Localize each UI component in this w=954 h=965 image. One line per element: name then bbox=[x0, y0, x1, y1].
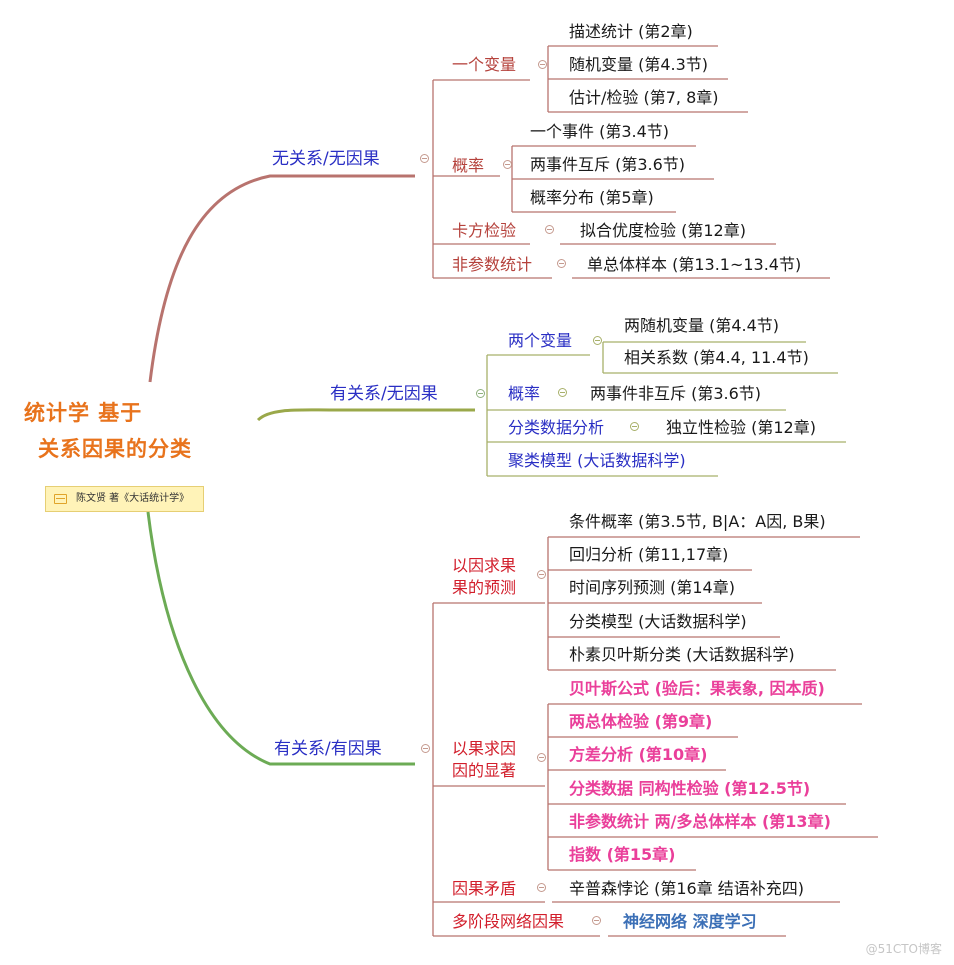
branch-relation-no-causality[interactable]: 有关系/无因果 bbox=[330, 384, 438, 404]
collapse-toggle-icon[interactable] bbox=[421, 744, 430, 753]
collapse-toggle-icon[interactable] bbox=[558, 388, 567, 397]
leaf-neural-network[interactable]: 神经网络 深度学习 bbox=[623, 912, 757, 931]
collapse-toggle-icon[interactable] bbox=[476, 389, 485, 398]
root-title-line2: 关系因果的分类 bbox=[38, 437, 192, 461]
collapse-toggle-icon[interactable] bbox=[557, 259, 566, 268]
root-title-line1: 统计学 基于 bbox=[24, 401, 143, 425]
leaf-two-random-variables[interactable]: 两随机变量 (第4.4节) bbox=[624, 316, 780, 335]
note-text: 陈文贤 著《大话统计学》 bbox=[76, 493, 190, 504]
links-branch-a bbox=[432, 45, 830, 279]
collapse-toggle-icon[interactable] bbox=[592, 916, 601, 925]
branch-no-relation-no-causality[interactable]: 无关系/无因果 bbox=[272, 149, 380, 169]
branch-relation-causality[interactable]: 有关系/有因果 bbox=[274, 739, 382, 759]
node-probability-b[interactable]: 概率 bbox=[508, 384, 541, 403]
leaf-nonparametric-multi[interactable]: 非参数统计 两/多总体样本 (第13章) bbox=[569, 812, 831, 831]
node-categorical-analysis[interactable]: 分类数据分析 bbox=[508, 418, 605, 437]
node-cause-to-effect-line2[interactable]: 果的预测 bbox=[452, 578, 517, 597]
leaf-non-exclusive[interactable]: 两事件非互斥 (第3.6节) bbox=[590, 384, 762, 403]
leaf-naive-bayes[interactable]: 朴素贝叶斯分类 (大话数据科学) bbox=[569, 645, 795, 664]
node-chi-square[interactable]: 卡方检验 bbox=[452, 221, 517, 240]
node-effect-to-cause-line2[interactable]: 因的显著 bbox=[452, 761, 517, 780]
leaf-regression[interactable]: 回归分析 (第11,17章) bbox=[569, 545, 729, 564]
link-root-to-c bbox=[146, 511, 415, 766]
leaf-mutually-exclusive[interactable]: 两事件互斥 (第3.6节) bbox=[530, 155, 686, 174]
leaf-two-sample-test[interactable]: 两总体检验 (第9章) bbox=[569, 712, 713, 731]
leaf-time-series[interactable]: 时间序列预测 (第14章) bbox=[569, 578, 735, 597]
node-two-variables[interactable]: 两个变量 bbox=[508, 331, 573, 350]
node-effect-to-cause-line1[interactable]: 以果求因 bbox=[452, 739, 517, 758]
leaf-homogeneity-test[interactable]: 分类数据 同构性检验 (第12.5节) bbox=[569, 779, 811, 798]
node-clustering-model[interactable]: 聚类模型 (大话数据科学) bbox=[508, 451, 686, 470]
node-multistage-network[interactable]: 多阶段网络因果 bbox=[452, 912, 565, 931]
collapse-toggle-icon[interactable] bbox=[537, 753, 546, 762]
collapse-toggle-icon[interactable] bbox=[503, 160, 512, 169]
leaf-estimation-testing[interactable]: 估计/检验 (第7, 8章) bbox=[569, 88, 719, 107]
collapse-toggle-icon[interactable] bbox=[537, 883, 546, 892]
node-cause-to-effect-line1[interactable]: 以因求果 bbox=[452, 556, 517, 575]
leaf-anova[interactable]: 方差分析 (第10章) bbox=[569, 745, 708, 764]
leaf-bayes-formula[interactable]: 贝叶斯公式 (验后：果表象, 因本质) bbox=[569, 679, 825, 698]
leaf-conditional-probability[interactable]: 条件概率 (第3.5节, B|A：A因, B果) bbox=[569, 512, 826, 531]
leaf-simpson-paradox[interactable]: 辛普森悖论 (第16章 结语补充四) bbox=[569, 879, 805, 898]
links-branch-b bbox=[486, 341, 846, 477]
collapse-toggle-icon[interactable] bbox=[420, 154, 429, 163]
watermark: @51CTO博客 bbox=[865, 942, 942, 956]
link-root-to-b bbox=[256, 408, 475, 422]
note-icon bbox=[54, 494, 67, 504]
leaf-index[interactable]: 指数 (第15章) bbox=[569, 845, 676, 864]
collapse-toggle-icon[interactable] bbox=[545, 225, 554, 234]
node-causal-paradox[interactable]: 因果矛盾 bbox=[452, 879, 517, 898]
collapse-toggle-icon[interactable] bbox=[538, 60, 547, 69]
links-branch-c bbox=[432, 536, 878, 937]
leaf-single-population[interactable]: 单总体样本 (第13.1~13.4节) bbox=[587, 255, 802, 274]
collapse-toggle-icon[interactable] bbox=[593, 336, 602, 345]
leaf-random-variable[interactable]: 随机变量 (第4.3节) bbox=[569, 55, 709, 74]
collapse-toggle-icon[interactable] bbox=[630, 422, 639, 431]
link-root-to-a bbox=[148, 174, 415, 383]
leaf-correlation[interactable]: 相关系数 (第4.4, 11.4节) bbox=[624, 348, 809, 367]
node-probability-a[interactable]: 概率 bbox=[452, 156, 485, 175]
leaf-probability-distribution[interactable]: 概率分布 (第5章) bbox=[530, 188, 654, 207]
node-nonparametric-a[interactable]: 非参数统计 bbox=[452, 255, 533, 274]
leaf-independence-test[interactable]: 独立性检验 (第12章) bbox=[666, 418, 816, 437]
collapse-toggle-icon[interactable] bbox=[537, 570, 546, 579]
node-one-variable[interactable]: 一个变量 bbox=[452, 55, 517, 74]
leaf-descriptive-stats[interactable]: 描述统计 (第2章) bbox=[569, 22, 693, 41]
leaf-one-event[interactable]: 一个事件 (第3.4节) bbox=[530, 122, 670, 141]
leaf-goodness-of-fit[interactable]: 拟合优度检验 (第12章) bbox=[580, 221, 746, 240]
leaf-classification-model[interactable]: 分类模型 (大话数据科学) bbox=[569, 612, 747, 631]
note-attribution[interactable]: 陈文贤 著《大话统计学》 bbox=[45, 486, 204, 512]
